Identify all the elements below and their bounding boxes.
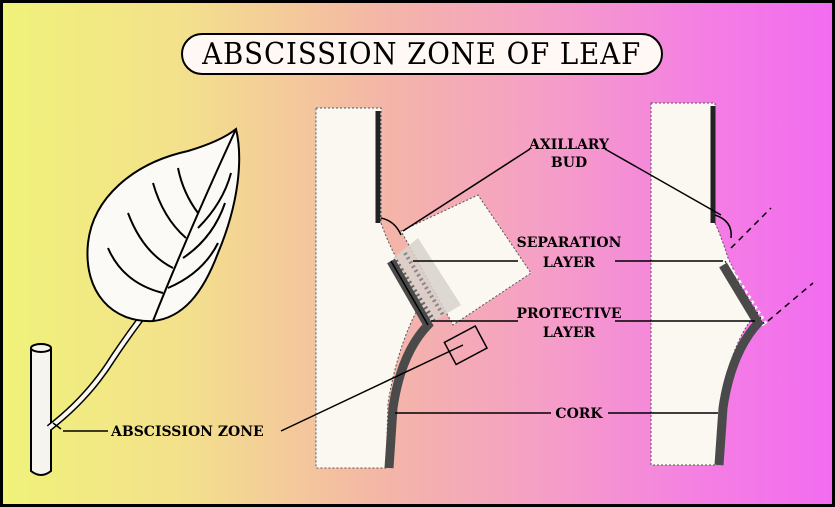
- axillary-bud-right: [714, 214, 732, 239]
- section-after-fall: [650, 102, 814, 466]
- label-separation-line1: SEPARATION: [517, 235, 622, 251]
- label-cork: CORK: [555, 406, 603, 422]
- separation-layer: [393, 238, 461, 323]
- stem-top: [30, 343, 52, 353]
- label-abscission-zone: ABSCISSION ZONE: [110, 424, 264, 440]
- label-protective-line2: LAYER: [543, 325, 596, 341]
- leaf-illustration: [30, 127, 241, 476]
- stem: [30, 343, 52, 476]
- label-axillary-line1: AXILLARY: [528, 137, 610, 153]
- labels: AXILLARY BUD SEPARATION LAYER PROTECTIVE…: [110, 137, 622, 440]
- diagram-title: ABSCISSION ZONE OF LEAF: [202, 36, 642, 72]
- abscission-zone-box: [443, 324, 489, 366]
- label-axillary-line2: BUD: [551, 155, 587, 171]
- section-with-petiole: [315, 107, 532, 469]
- label-protective-line1: PROTECTIVE: [516, 306, 621, 322]
- leaf-midrib: [152, 128, 237, 322]
- label-separation-line2: LAYER: [543, 255, 596, 271]
- title-banner: ABSCISSION ZONE OF LEAF: [181, 33, 663, 75]
- diagram-svg: AXILLARY BUD SEPARATION LAYER PROTECTIVE…: [30, 102, 814, 476]
- leaf-blade: [86, 127, 241, 323]
- leader-lines: [63, 148, 755, 432]
- cork-layer: [384, 258, 434, 469]
- axillary-bud-middle: [380, 217, 402, 236]
- cork-layer-right: [714, 262, 764, 466]
